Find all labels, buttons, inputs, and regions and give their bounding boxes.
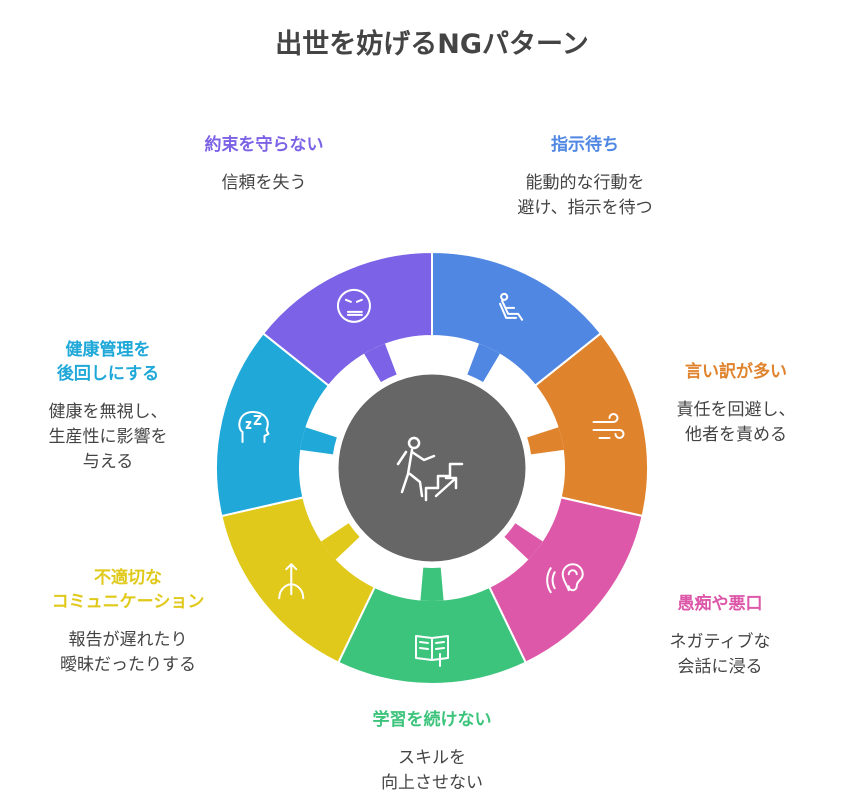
item-desc: スキルを 向上させない bbox=[381, 748, 483, 793]
item-desc: 信頼を失う bbox=[221, 173, 307, 193]
item-title: 健康管理を 後回しにする bbox=[56, 340, 160, 384]
item-title: 愚痴や悪口 bbox=[677, 594, 763, 614]
item-desc: 責任を回避し、 他者を責める bbox=[676, 400, 796, 445]
segment-tab bbox=[300, 427, 337, 455]
segment-sleeping-head bbox=[215, 331, 337, 518]
wind-gust-icon bbox=[592, 412, 625, 439]
segment-arc bbox=[261, 250, 433, 388]
person-climbing-stairs-icon bbox=[396, 436, 464, 502]
diverging-arrows-icon bbox=[278, 563, 305, 600]
label-item-4: 不適切な コミュニケーション報告が遅れたり 曖昧だったりする bbox=[8, 566, 248, 678]
label-item-0: 指示待ち能動的な行動を 避け、指示を待つ bbox=[465, 133, 705, 221]
segment-tab bbox=[527, 427, 564, 455]
segment-ear-listening bbox=[487, 496, 644, 664]
segment-tab bbox=[467, 343, 500, 383]
segment-tab bbox=[504, 523, 543, 560]
item-title: 言い訳が多い bbox=[685, 362, 787, 382]
sleeping-head-icon bbox=[238, 410, 270, 443]
item-desc: 報告が遅れたり 曖昧だったりする bbox=[60, 630, 196, 675]
label-item-3: 学習を続けないスキルを 向上させない bbox=[312, 708, 552, 796]
segment-wind-gust bbox=[527, 331, 649, 518]
segment-frustrated-face bbox=[261, 250, 433, 388]
ear-listening-icon bbox=[546, 563, 584, 594]
label-item-1: 言い訳が多い責任を回避し、 他者を責める bbox=[636, 360, 836, 448]
item-title: 約束を守らない bbox=[204, 135, 324, 155]
item-title: 不適切な コミュニケーション bbox=[51, 568, 205, 612]
center-circle bbox=[335, 371, 529, 565]
book-icon bbox=[415, 635, 449, 667]
frustrated-face-icon bbox=[336, 288, 371, 323]
label-item-5: 健康管理を 後回しにする健康を無視し、 生産性に影響を 与える bbox=[0, 338, 228, 475]
segment-tab bbox=[364, 343, 397, 383]
segment-tab bbox=[321, 523, 360, 560]
label-item-6: 約束を守らない信頼を失う bbox=[144, 133, 384, 196]
label-item-2: 愚痴や悪口ネガティブな 会話に浸る bbox=[620, 592, 820, 680]
segment-book bbox=[336, 567, 528, 685]
item-title: 指示待ち bbox=[551, 135, 619, 155]
item-title: 学習を続けない bbox=[372, 710, 492, 730]
item-desc: 能動的な行動を 避け、指示を待つ bbox=[517, 173, 653, 218]
page-title: 出世を妨げるNGパターン bbox=[275, 29, 589, 60]
reclining-person-icon bbox=[499, 292, 524, 321]
item-desc: 健康を無視し、 生産性に影響を 与える bbox=[48, 402, 168, 472]
item-desc: ネガティブな 会話に浸る bbox=[669, 632, 771, 677]
segment-tab bbox=[420, 567, 444, 602]
